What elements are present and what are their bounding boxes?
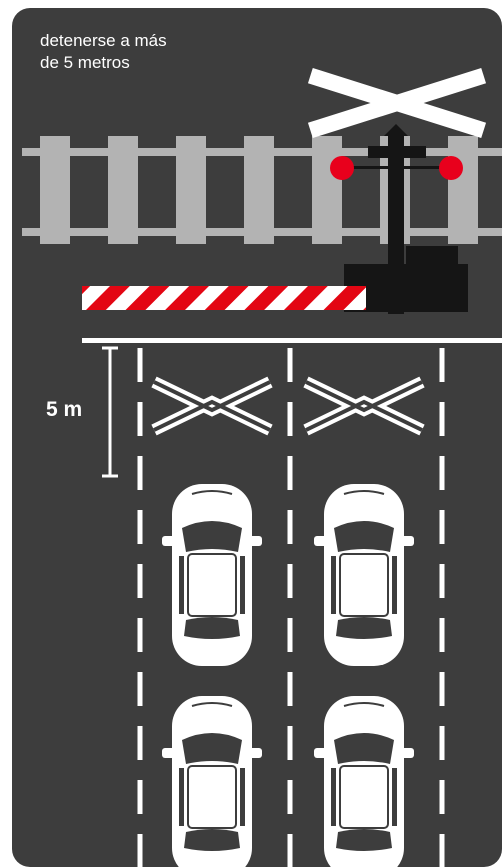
stop-line [82,338,502,343]
distance-indicator [102,348,118,476]
caption-line-2: de 5 metros [40,52,240,74]
crossbuck-sign-icon [318,78,476,128]
x-marking-icon [154,382,270,430]
railway-track [22,136,502,244]
warning-light-icon [330,156,354,180]
rail [22,148,502,156]
rail [22,228,502,236]
car-icon [314,696,414,867]
car-icon [162,696,262,867]
caption: detenerse a más de 5 metros [40,30,240,74]
caption-line-1: detenerse a más [40,30,240,52]
barrier-arm-icon [82,286,366,310]
distance-label: 5 m [46,398,82,422]
car-icon [314,484,414,666]
x-marking-icon [306,382,422,430]
warning-light-icon [439,156,463,180]
car-icon [162,484,262,666]
